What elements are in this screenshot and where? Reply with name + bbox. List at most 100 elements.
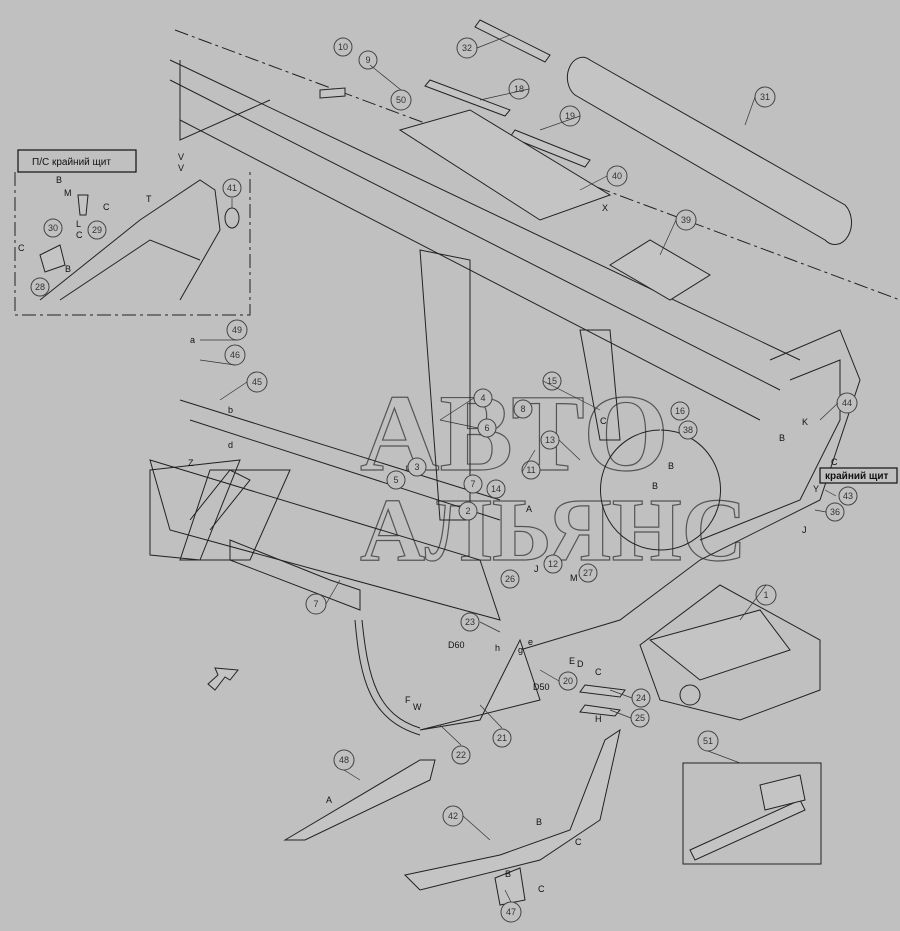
callout-number: 36 <box>830 507 840 517</box>
callout-15[interactable]: 15 <box>542 371 562 391</box>
callout-21[interactable]: 21 <box>492 728 512 748</box>
letter-label: W <box>413 702 422 712</box>
callout-25[interactable]: 25 <box>630 708 650 728</box>
callout-number: 7 <box>313 599 318 609</box>
callout-29[interactable]: 29 <box>87 220 107 240</box>
callout-number: 4 <box>480 393 485 403</box>
callout-7[interactable]: 7 <box>463 474 483 494</box>
callout-41[interactable]: 41 <box>222 178 242 198</box>
callout-40[interactable]: 40 <box>606 165 628 187</box>
callout-12[interactable]: 12 <box>543 554 563 574</box>
callout-circle <box>521 460 541 480</box>
callout-49[interactable]: 49 <box>226 319 248 341</box>
callout-43[interactable]: 43 <box>838 486 858 506</box>
callout-42[interactable]: 42 <box>442 805 464 827</box>
letter-label: H <box>595 714 602 724</box>
callout-45[interactable]: 45 <box>246 371 268 393</box>
callout-13[interactable]: 13 <box>540 430 560 450</box>
callout-10[interactable]: 10 <box>333 37 353 57</box>
letter-label: h <box>495 643 500 653</box>
letter-label: b <box>228 405 233 415</box>
callout-47[interactable]: 47 <box>500 901 522 923</box>
callout-30[interactable]: 30 <box>43 218 63 238</box>
callout-number: 39 <box>681 215 691 225</box>
callout-32[interactable]: 32 <box>456 37 478 59</box>
letter-label: J <box>802 525 807 535</box>
callout-4[interactable]: 4 <box>473 388 493 408</box>
letter-label: B <box>56 175 62 185</box>
letter-label: B <box>536 817 542 827</box>
callout-number: 44 <box>842 398 852 408</box>
letter-label: Z <box>188 458 194 468</box>
letter-label: C <box>538 884 545 894</box>
callout-number: 8 <box>520 404 525 414</box>
callout-number: 40 <box>612 171 622 181</box>
callout-7-lower[interactable]: 7 <box>305 593 327 615</box>
letter-label: e <box>528 637 533 647</box>
callout-number: 30 <box>48 223 58 233</box>
callout-9[interactable]: 9 <box>358 50 378 70</box>
callout-number: 2 <box>465 506 470 516</box>
letter-label: C <box>575 837 582 847</box>
letter-label: D <box>577 659 584 669</box>
callout-50[interactable]: 50 <box>390 89 412 111</box>
callout-22[interactable]: 22 <box>451 745 471 765</box>
inset-panel <box>14 170 251 316</box>
letter-label: F <box>405 695 411 705</box>
callout-number: 7 <box>470 479 475 489</box>
callout-6[interactable]: 6 <box>477 418 497 438</box>
letter-label: D60 <box>448 640 465 650</box>
callout-39[interactable]: 39 <box>675 209 697 231</box>
callout-circle <box>492 728 512 748</box>
callout-circle <box>358 50 378 70</box>
callout-number: 46 <box>230 350 240 360</box>
letter-label: B <box>65 264 71 274</box>
callout-2[interactable]: 2 <box>458 501 478 521</box>
callout-number: 14 <box>491 484 501 494</box>
callout-31[interactable]: 31 <box>754 86 776 108</box>
callout-24[interactable]: 24 <box>631 688 651 708</box>
callout-38[interactable]: 38 <box>678 420 698 440</box>
callout-number: 10 <box>338 42 348 52</box>
callout-number: 13 <box>545 435 555 445</box>
callout-number: 47 <box>506 907 516 917</box>
letter-label: C <box>831 457 838 467</box>
letter-label: E <box>569 656 575 666</box>
callout-36[interactable]: 36 <box>825 502 845 522</box>
callout-51[interactable]: 51 <box>697 730 719 752</box>
callout-number: 3 <box>414 462 419 472</box>
callout-number: 26 <box>505 574 515 584</box>
callout-circle <box>43 218 63 238</box>
callout-3[interactable]: 3 <box>407 457 427 477</box>
callout-number: 15 <box>547 376 557 386</box>
letter-label: J <box>534 564 539 574</box>
inset-title-box <box>17 149 137 173</box>
letter-labels: V V T B M C L C C B X Z b d a A C B B K … <box>18 152 838 894</box>
letter-label: Y <box>813 484 819 494</box>
callout-circle <box>407 457 427 477</box>
callout-20[interactable]: 20 <box>558 671 578 691</box>
callout-44[interactable]: 44 <box>836 392 858 414</box>
callout-number: 5 <box>393 475 398 485</box>
letter-label: C <box>76 230 83 240</box>
callout-28[interactable]: 28 <box>30 277 50 297</box>
callout-number: 43 <box>843 491 853 501</box>
letter-label: a <box>190 335 195 345</box>
callout-14[interactable]: 14 <box>486 479 506 499</box>
callout-8[interactable]: 8 <box>513 399 533 419</box>
callout-27[interactable]: 27 <box>578 563 598 583</box>
callout-46[interactable]: 46 <box>224 344 246 366</box>
callout-circle <box>578 563 598 583</box>
letter-label: V <box>178 152 184 162</box>
callout-5[interactable]: 5 <box>386 470 406 490</box>
callout-23[interactable]: 23 <box>460 612 480 632</box>
callout-number: 20 <box>563 676 573 686</box>
watermark-logo <box>149 459 291 561</box>
callout-16[interactable]: 16 <box>670 401 690 421</box>
callout-18[interactable]: 18 <box>508 78 530 100</box>
callout-11[interactable]: 11 <box>521 460 541 480</box>
callout-19[interactable]: 19 <box>559 105 581 127</box>
callout-26[interactable]: 26 <box>500 569 520 589</box>
callout-48[interactable]: 48 <box>333 749 355 771</box>
